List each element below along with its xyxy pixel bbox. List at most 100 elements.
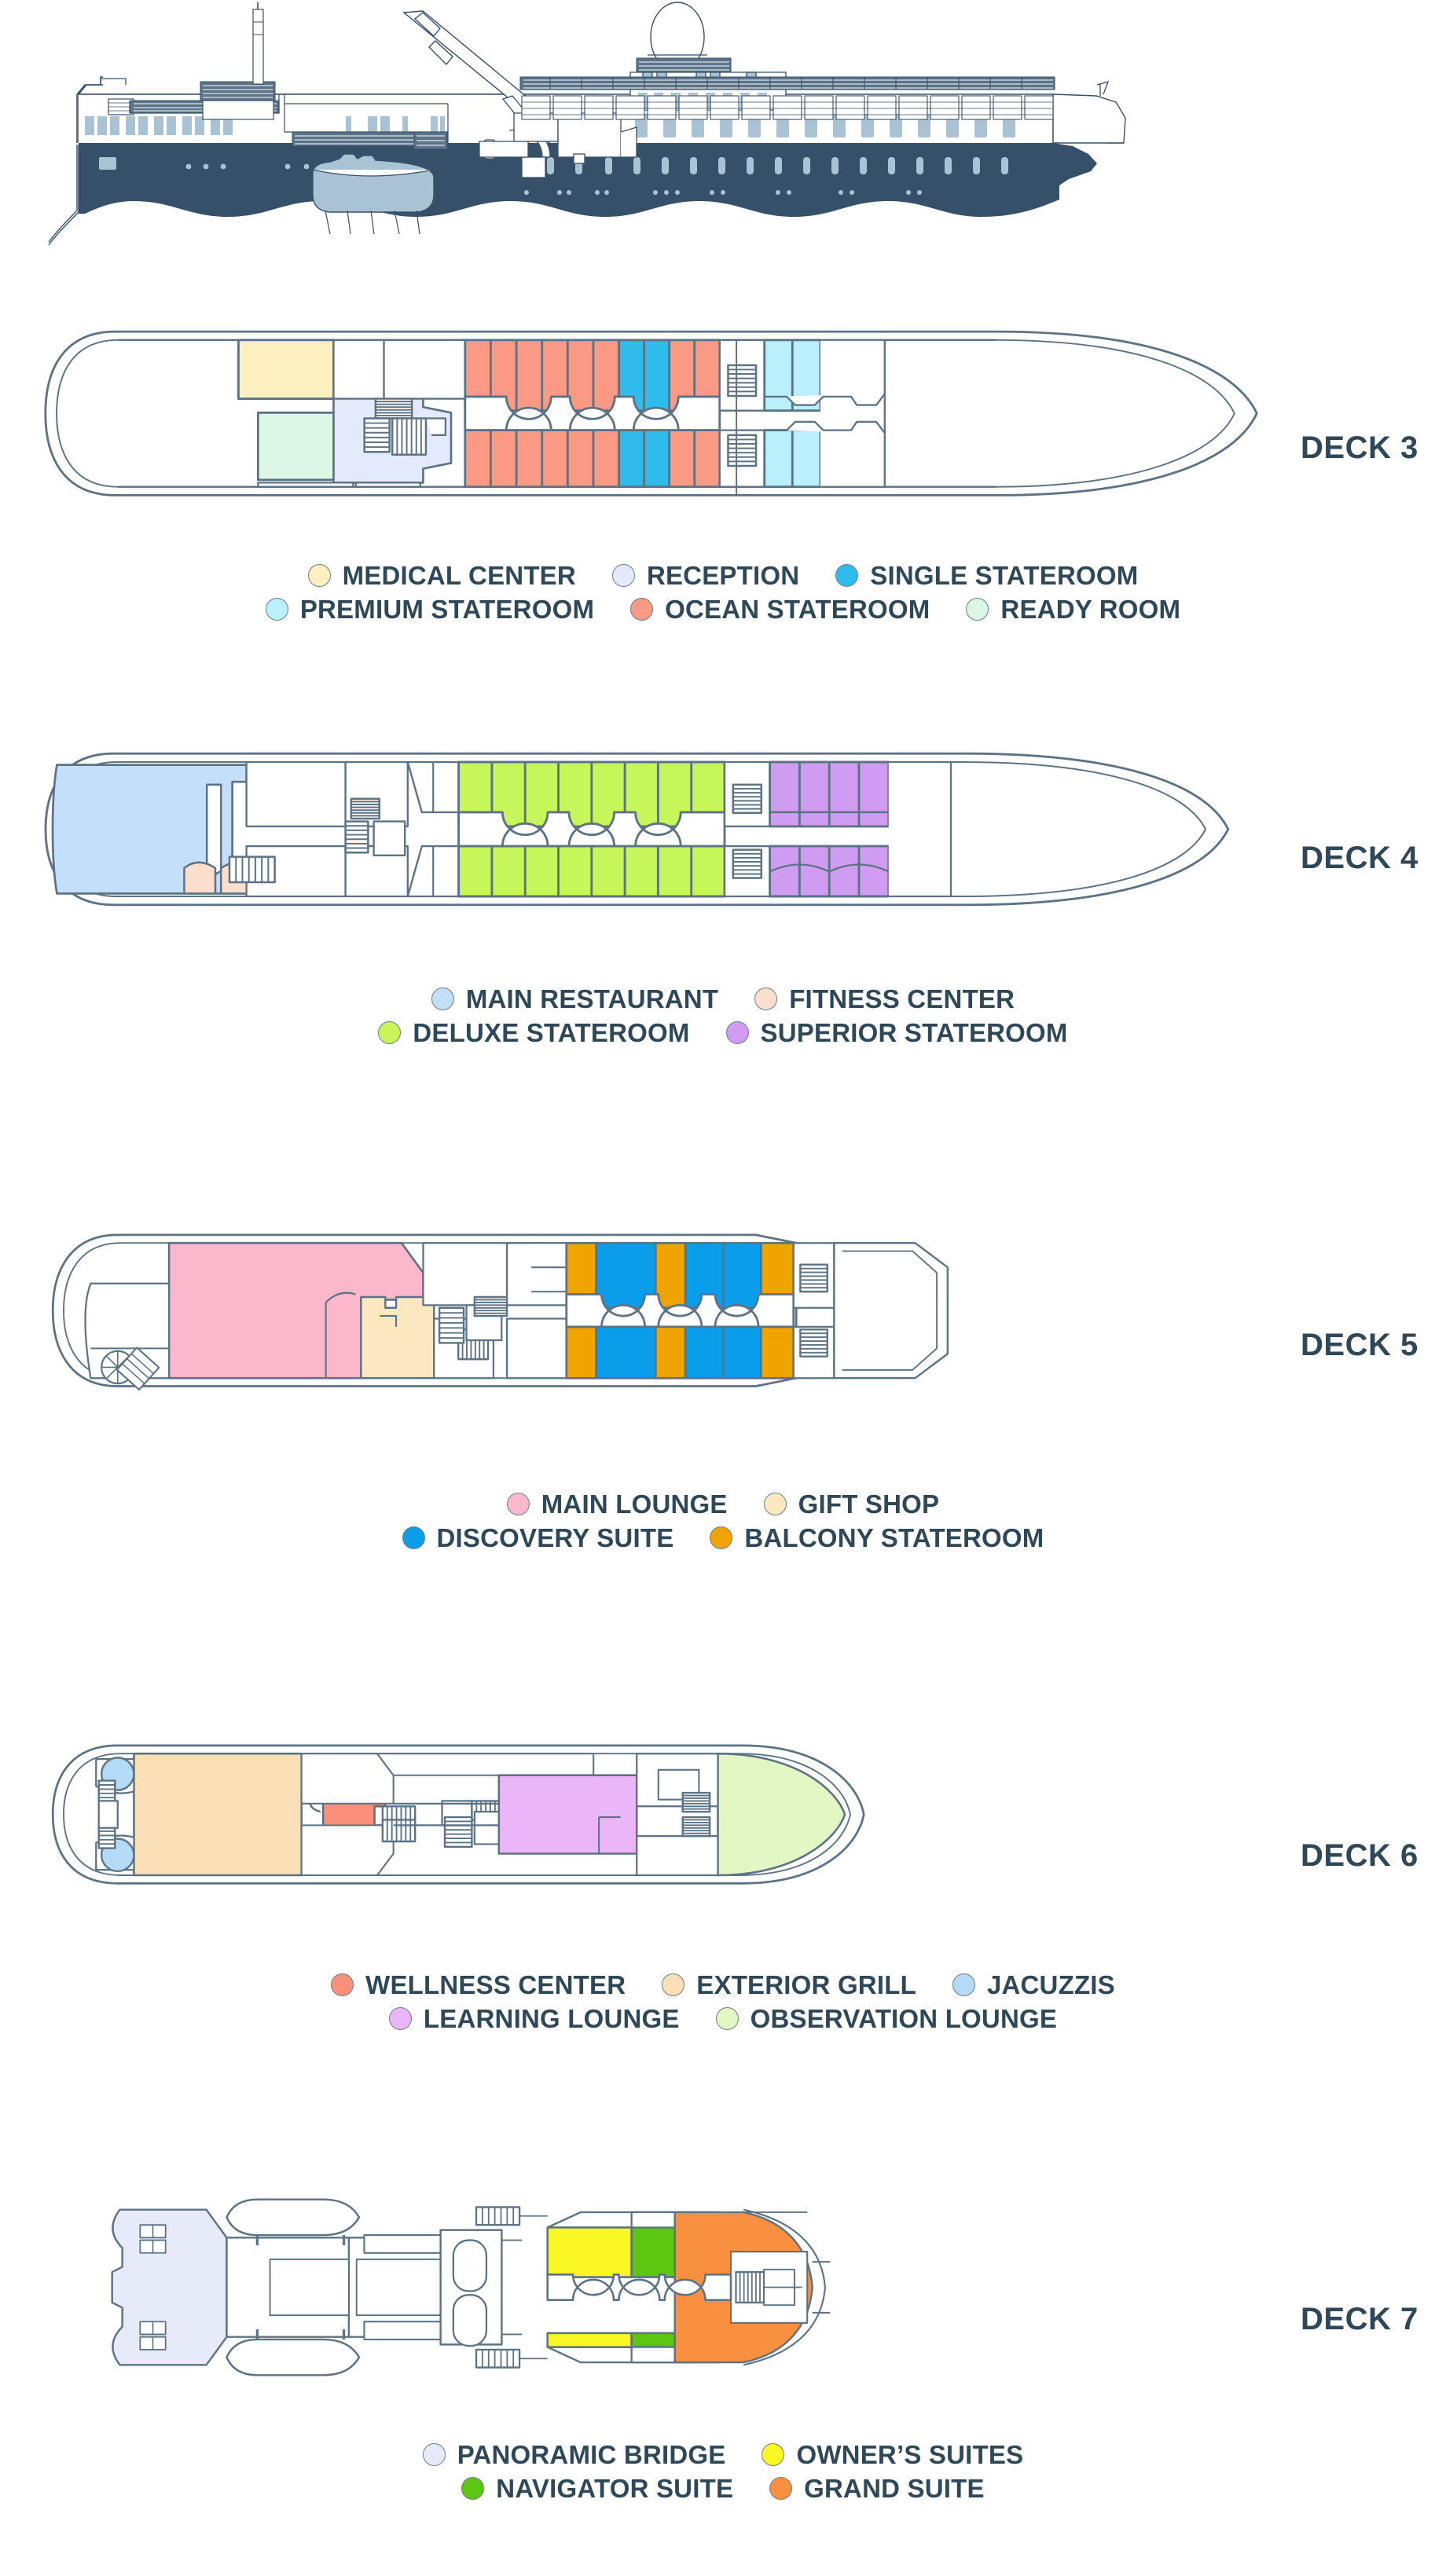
deck-label-5: DECK 5 — [1301, 1328, 1418, 1362]
legend-item-label: EXTERIOR GRILL — [696, 1970, 916, 1999]
legend-item[interactable]: JACUZZIS — [952, 1972, 1115, 1998]
deck-5-floorplan — [51, 1233, 949, 1391]
legend-item[interactable]: MAIN LOUNGE — [506, 1490, 728, 1519]
legend-color-swatch-icon — [378, 1021, 402, 1044]
legend-color-swatch-icon — [422, 2443, 446, 2466]
legend-line: MAIN LOUNGE GIFT SHOP — [0, 1491, 1446, 1517]
legend-line: WELLNESS CENTER EXTERIOR GRILL JACUZZIS — [0, 1972, 1446, 1998]
deck-4-floorplan — [44, 752, 1230, 907]
deck-3-floorplan — [44, 330, 1258, 497]
deck-legend-4: MAIN RESTAURANT FITNESS CENTER DELUXE STAT… — [0, 986, 1446, 1053]
legend-item-label: PREMIUM STATEROOM — [299, 595, 595, 624]
legend-color-swatch-icon — [662, 1973, 685, 1996]
legend-item[interactable]: DISCOVERY SUITE — [402, 1525, 674, 1551]
legend-line: NAVIGATOR SUITE GRAND SUITE — [0, 2475, 1446, 2501]
legend-item[interactable]: WELLNESS CENTER — [331, 1972, 626, 1998]
legend-item[interactable]: OWNER’S SUITES — [762, 2442, 1023, 2468]
legend-item[interactable]: MAIN RESTAURANT — [431, 986, 718, 1012]
deck-label-6: DECK 6 — [1301, 1838, 1418, 1873]
legend-item[interactable]: MEDICAL CENTER — [307, 561, 576, 590]
deck-legend-5: MAIN LOUNGE GIFT SHOP DISCOVERY SUITE BALCO… — [0, 1491, 1446, 1559]
deck-label-7: DECK 7 — [1301, 2302, 1418, 2336]
legend-color-swatch-icon — [725, 1021, 749, 1044]
legend-color-swatch-icon — [331, 1973, 354, 1996]
legend-item-label: SUPERIOR STATEROOM — [760, 1018, 1068, 1047]
legend-color-swatch-icon — [265, 598, 288, 621]
legend-item-label: NAVIGATOR SUITE — [496, 2474, 734, 2503]
legend-line: MAIN RESTAURANT FITNESS CENTER — [0, 986, 1446, 1012]
deck-plan-3[interactable] — [31, 326, 1276, 508]
deck-7-floorplan — [111, 2198, 831, 2376]
legend-color-swatch-icon — [710, 1526, 733, 1549]
legend-color-swatch-icon — [952, 1973, 975, 1996]
deck-6-floorplan — [51, 1744, 865, 1885]
legend-color-swatch-icon — [630, 598, 654, 621]
legend-item-label: DELUXE STATEROOM — [413, 1018, 690, 1047]
legend-color-swatch-icon — [431, 988, 454, 1010]
ship-profile-illustration — [0, 0, 1446, 259]
legend-item-label: MAIN RESTAURANT — [465, 984, 719, 1013]
legend-item[interactable]: LEARNING LOUNGE — [388, 2004, 680, 2033]
legend-color-swatch-icon — [715, 2007, 739, 2030]
legend-item-label: LEARNING LOUNGE — [423, 2004, 680, 2033]
legend-line: PANORAMIC BRIDGE OWNER’S SUITES — [0, 2442, 1446, 2468]
legend-item-label: OCEAN STATEROOM — [665, 595, 930, 624]
legend-item[interactable]: READY ROOM — [966, 596, 1180, 622]
legend-item-label: PANORAMIC BRIDGE — [457, 2440, 726, 2469]
legend-item[interactable]: GIFT SHOP — [763, 1490, 940, 1519]
legend-item[interactable]: PANORAMIC BRIDGE — [422, 2440, 726, 2469]
legend-item-label: DISCOVERY SUITE — [436, 1523, 674, 1552]
legend-color-swatch-icon — [754, 988, 778, 1010]
deck-legend-6: WELLNESS CENTER EXTERIOR GRILL JACUZZIS LEA… — [0, 1972, 1446, 2039]
legend-line: LEARNING LOUNGE OBSERVATION LOUNGE — [0, 2006, 1446, 2032]
legend-item-label: OWNER’S SUITES — [796, 2440, 1024, 2469]
legend-item-label: RECEPTION — [646, 561, 800, 590]
legend-item[interactable]: DELUXE STATEROOM — [378, 1020, 689, 1046]
legend-color-swatch-icon — [307, 564, 331, 587]
legend-item-label: GIFT SHOP — [798, 1490, 940, 1519]
legend-line: MEDICAL CENTER RECEPTION SINGLE STATEROOM — [0, 562, 1446, 588]
legend-color-swatch-icon — [763, 1493, 787, 1515]
deck-label-4: DECK 4 — [1301, 841, 1418, 875]
deck-plan-7[interactable] — [94, 2192, 858, 2389]
legend-item-label: MAIN LOUNGE — [541, 1490, 728, 1519]
deck-legend-7: PANORAMIC BRIDGE OWNER’S SUITES NAVIGATOR … — [0, 2442, 1446, 2509]
legend-item-label: MEDICAL CENTER — [342, 561, 576, 590]
deck-plan-5[interactable] — [39, 1229, 985, 1398]
legend-line: PREMIUM STATEROOM OCEAN STATEROOM READY RO… — [0, 596, 1446, 622]
legend-item[interactable]: OBSERVATION LOUNGE — [715, 2004, 1058, 2033]
deck-label-3: DECK 3 — [1301, 431, 1418, 465]
legend-color-swatch-icon — [611, 564, 635, 587]
legend-item-label: SINGLE STATEROOM — [870, 561, 1139, 590]
deck-legend-3: MEDICAL CENTER RECEPTION SINGLE STATEROOM P… — [0, 562, 1446, 630]
legend-item[interactable]: RECEPTION — [611, 561, 800, 590]
legend-item[interactable]: GRAND SUITE — [769, 2475, 985, 2501]
legend-item-label: JACUZZIS — [986, 1970, 1115, 1999]
legend-item[interactable]: FITNESS CENTER — [754, 986, 1015, 1012]
legend-color-swatch-icon — [835, 564, 859, 587]
legend-color-swatch-icon — [762, 2443, 785, 2466]
legend-item-label: READY ROOM — [1000, 595, 1181, 624]
legend-item[interactable]: OCEAN STATEROOM — [630, 596, 930, 622]
legend-item-label: BALCONY STATEROOM — [744, 1523, 1044, 1552]
legend-item[interactable]: NAVIGATOR SUITE — [461, 2475, 733, 2501]
legend-item-label: WELLNESS CENTER — [365, 1970, 626, 1999]
legend-color-swatch-icon — [966, 598, 989, 621]
legend-color-swatch-icon — [506, 1493, 530, 1515]
legend-color-swatch-icon — [769, 2477, 793, 2500]
legend-item[interactable]: BALCONY STATEROOM — [710, 1525, 1044, 1551]
legend-color-swatch-icon — [402, 1526, 425, 1549]
legend-line: DISCOVERY SUITE BALCONY STATEROOM — [0, 1525, 1446, 1551]
legend-item[interactable]: SINGLE STATEROOM — [835, 562, 1138, 588]
legend-item[interactable]: SUPERIOR STATEROOM — [725, 1018, 1068, 1047]
legend-item-label: FITNESS CENTER — [789, 984, 1015, 1013]
deck-plan-6[interactable] — [39, 1740, 877, 1896]
legend-line: DELUXE STATEROOM SUPERIOR STATEROOM — [0, 1020, 1446, 1046]
deck-plan-4[interactable] — [31, 748, 1248, 918]
legend-color-swatch-icon — [388, 2007, 412, 2030]
legend-item-label: GRAND SUITE — [804, 2474, 985, 2503]
legend-item[interactable]: PREMIUM STATEROOM — [265, 595, 595, 624]
legend-item[interactable]: EXTERIOR GRILL — [662, 1972, 916, 1998]
legend-item-label: OBSERVATION LOUNGE — [750, 2004, 1058, 2033]
legend-color-swatch-icon — [461, 2477, 485, 2500]
